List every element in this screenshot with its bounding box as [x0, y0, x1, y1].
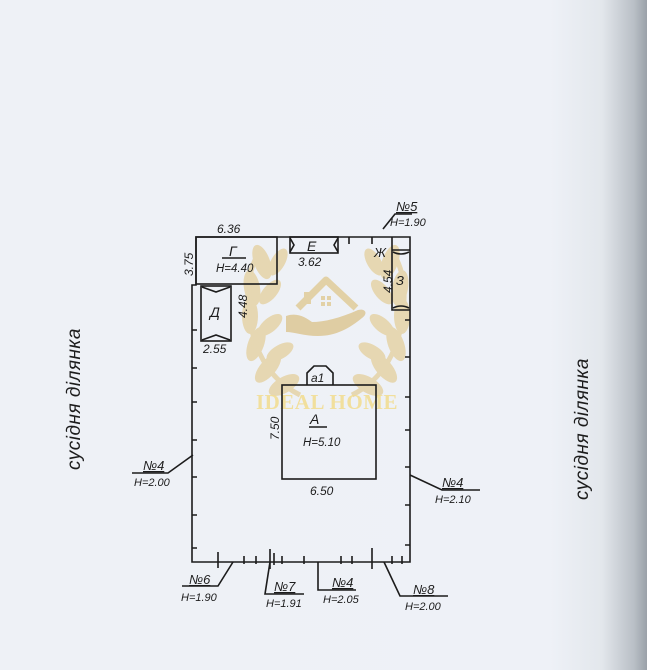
dim-g-width: 6.36 — [217, 222, 241, 236]
dim-d-width: 2.55 — [202, 342, 227, 356]
label-d: Д — [208, 304, 220, 320]
fence-4-right-number: №4 — [442, 475, 463, 490]
neighbor-plot-right-label: сусідня ділянка — [572, 358, 593, 500]
label-g: Г — [229, 243, 238, 259]
fence-6-height: H=1.90 — [181, 592, 218, 604]
building-d — [200, 285, 232, 342]
fence-4-bottom-number: №4 — [332, 575, 353, 590]
plot-boundary — [191, 236, 411, 563]
dim-a-depth: 7.50 — [268, 416, 282, 440]
fence-4-right-height: H=2.10 — [435, 494, 472, 506]
dim-a-width: 6.50 — [310, 484, 334, 498]
leader-fence-4-left — [132, 454, 194, 474]
fence-8-number: №8 — [413, 582, 435, 597]
fence-4-left-height: H=2.00 — [134, 477, 171, 489]
neighbor-plot-left-label: сусідня ділянка — [64, 328, 85, 470]
leader-fence-4-right — [409, 474, 480, 491]
fence-8-height: H=2.00 — [405, 601, 442, 613]
fence-7-number: №7 — [274, 579, 296, 594]
fence-4-bottom-height: H=2.05 — [323, 594, 360, 606]
porch-a1 — [306, 365, 334, 385]
building-a — [281, 384, 377, 480]
fence-4-left-number: №4 — [143, 458, 164, 473]
fence-7-height: H=1.91 — [266, 598, 302, 610]
building-zh — [391, 237, 410, 311]
dim-d-depth: 4.48 — [236, 294, 250, 318]
hand-icon — [286, 309, 366, 336]
label-a: А — [309, 411, 319, 427]
building-g — [195, 236, 278, 285]
dim-z-depth: 4.54 — [381, 269, 395, 293]
house-icon — [295, 276, 359, 311]
dim-g-depth: 3.75 — [182, 252, 196, 276]
leader-fence-7 — [264, 561, 304, 595]
dim-e-width: 3.62 — [298, 255, 322, 269]
building-e — [289, 236, 339, 254]
fence-5-number: №5 — [396, 199, 418, 214]
leader-fence-5 — [382, 213, 412, 230]
fence-6-number: №6 — [189, 572, 211, 587]
height-g: H=4.40 — [216, 263, 254, 275]
label-zh: Ж — [373, 245, 387, 260]
label-z: З — [396, 273, 404, 288]
fence-5-height: H=1.90 — [390, 217, 427, 229]
leader-fence-6 — [182, 561, 234, 587]
height-a: H=5.10 — [303, 437, 341, 449]
label-a1: а1 — [311, 371, 324, 385]
leader-fence-4-bottom — [317, 562, 356, 591]
leader-fence-8 — [383, 561, 448, 597]
watermark-text: IDEAL HOME — [255, 390, 399, 414]
label-e: Е — [307, 238, 317, 254]
